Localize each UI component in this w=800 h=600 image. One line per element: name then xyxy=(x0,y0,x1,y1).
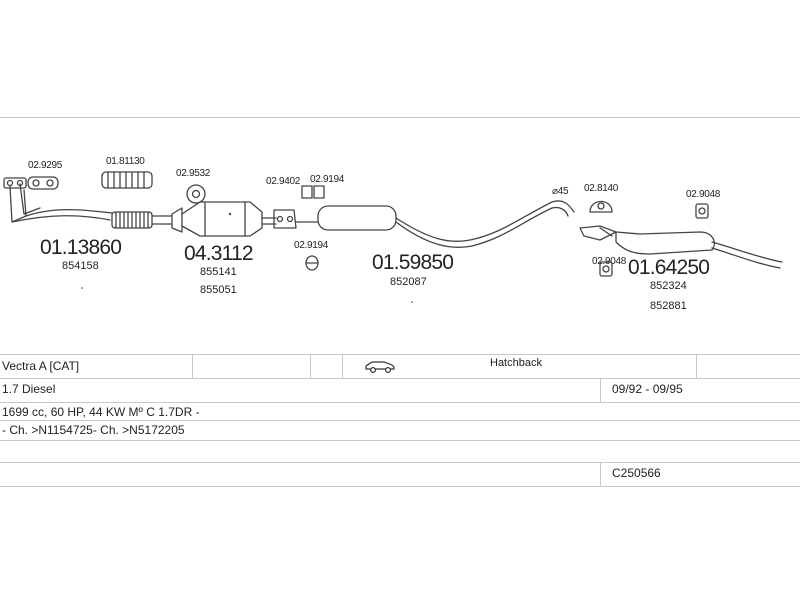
catalog-reference: C250566 xyxy=(612,466,661,480)
part-code-01-81130[interactable]: 01.81130 xyxy=(106,156,145,167)
assembly-ref-855051: 855051 xyxy=(200,284,237,296)
assembly-code-04-3112[interactable]: 04.3112 xyxy=(184,242,254,265)
flex-joint-pipe xyxy=(111,211,173,229)
vehicle-years: 09/92 - 09/95 xyxy=(612,382,683,396)
hanger-02-8140 xyxy=(589,200,613,213)
clamp-02-9194-lower xyxy=(305,255,319,271)
assembly-ref-852881: 852881 xyxy=(650,300,687,312)
assembly-code-01-64250[interactable]: 01.64250 xyxy=(628,256,710,279)
front-pipe xyxy=(3,177,113,223)
rear-muffler xyxy=(579,225,783,269)
hatchback-car-icon xyxy=(364,358,396,374)
col-sep-6 xyxy=(600,462,601,486)
catalytic-converter xyxy=(171,201,277,237)
exhaust-system-diagram xyxy=(3,171,783,303)
row-divider-2 xyxy=(0,378,800,379)
row-divider-1 xyxy=(0,354,800,355)
row-divider-5 xyxy=(0,440,800,441)
assembly-ref-852324: 852324 xyxy=(650,280,687,292)
part-code-02-9048-upper[interactable]: 02.9048 xyxy=(686,189,721,200)
row-divider-7 xyxy=(0,486,800,487)
col-sep-3 xyxy=(342,354,343,378)
vehicle-model: Vectra A [CAT] xyxy=(2,359,80,373)
col-sep-4 xyxy=(696,354,697,378)
part-code-02-9532[interactable]: 02.9532 xyxy=(176,168,211,179)
vehicle-chassis-range: - Ch. >N1154725- Ch. >N5172205 xyxy=(2,423,185,437)
vehicle-engine: 1.7 Diesel xyxy=(2,382,56,396)
flex-pipe-01-81130 xyxy=(101,171,153,189)
col-sep-5 xyxy=(600,378,601,402)
vehicle-body-type: Hatchback xyxy=(490,357,542,369)
row-divider-3 xyxy=(0,402,800,403)
tailpipe-diameter: ⌀45 xyxy=(552,186,569,197)
hanger-02-9048-upper xyxy=(695,203,709,219)
part-code-02-9048-lower[interactable]: 02.9048 xyxy=(592,256,627,267)
col-sep-2 xyxy=(310,354,311,378)
part-code-02-9194-upper[interactable]: 02.9194 xyxy=(310,174,345,185)
part-code-02-9402[interactable]: 02.9402 xyxy=(266,176,301,187)
gasket-02-9295 xyxy=(27,176,59,190)
part-code-02-9295[interactable]: 02.9295 xyxy=(28,160,63,171)
assembly-code-01-13860[interactable]: 01.13860 xyxy=(40,236,122,259)
row-divider-6 xyxy=(0,462,800,463)
assembly-code-01-59850[interactable]: 01.59850 xyxy=(372,251,454,274)
clamp-02-9402 xyxy=(273,209,297,229)
vehicle-specs: 1699 cc, 60 HP, 44 KW Mº C 1.7DR - xyxy=(2,405,200,419)
flange-gasket xyxy=(186,184,206,204)
center-muffler xyxy=(295,200,575,248)
top-border xyxy=(0,117,800,118)
assembly-ref-855141: 855141 xyxy=(200,266,237,278)
part-code-02-8140[interactable]: 02.8140 xyxy=(584,183,619,194)
clamp-02-9194-upper xyxy=(301,185,325,199)
assembly-ref-852087: 852087 xyxy=(390,276,427,288)
row-divider-4 xyxy=(0,420,800,421)
col-sep-1 xyxy=(192,354,193,378)
assembly-ref-854158: 854158 xyxy=(62,260,99,272)
part-code-02-9194-lower[interactable]: 02.9194 xyxy=(294,240,329,251)
hanger-02-9048-lower xyxy=(599,261,613,277)
